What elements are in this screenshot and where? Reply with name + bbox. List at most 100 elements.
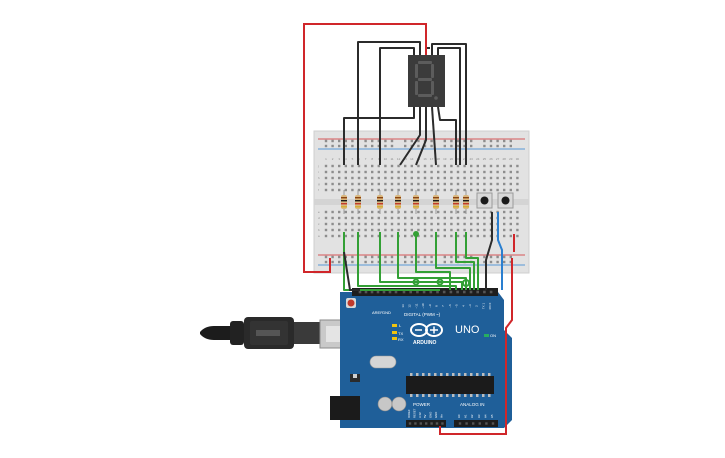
breadboard-hole[interactable]: [423, 222, 427, 226]
header-pin[interactable]: [394, 290, 398, 294]
breadboard-hole[interactable]: [344, 216, 347, 220]
digital-pin[interactable]: [409, 290, 412, 294]
breadboard-hole[interactable]: [390, 170, 394, 174]
rail-hole[interactable]: [364, 144, 367, 148]
breadboard-hole[interactable]: [437, 234, 440, 238]
breadboard-hole[interactable]: [364, 182, 367, 186]
breadboard-hole[interactable]: [390, 210, 394, 214]
breadboard-hole[interactable]: [377, 216, 380, 220]
breadboard-hole[interactable]: [331, 170, 334, 174]
digital-pin[interactable]: [456, 290, 459, 294]
breadboard-hole[interactable]: [476, 234, 479, 238]
breadboard-hole[interactable]: [470, 228, 473, 232]
breadboard-hole[interactable]: [463, 210, 466, 214]
breadboard-hole[interactable]: [489, 176, 493, 180]
breadboard-hole[interactable]: [344, 222, 347, 226]
breadboard-hole[interactable]: [496, 164, 499, 168]
digital-pin[interactable]: [436, 290, 439, 294]
breadboard-hole[interactable]: [324, 234, 328, 238]
breadboard-hole[interactable]: [443, 188, 446, 192]
breadboard-hole[interactable]: [430, 216, 433, 220]
rail-hole[interactable]: [443, 139, 446, 143]
rail-hole[interactable]: [456, 139, 460, 143]
breadboard-hole[interactable]: [384, 216, 387, 220]
breadboard-hole[interactable]: [404, 234, 407, 238]
breadboard-hole[interactable]: [417, 176, 420, 180]
rail-hole[interactable]: [390, 260, 394, 264]
breadboard-hole[interactable]: [516, 188, 519, 192]
breadboard-hole[interactable]: [364, 176, 367, 180]
breadboard-hole[interactable]: [443, 210, 446, 214]
breadboard-hole[interactable]: [443, 176, 446, 180]
rail-hole[interactable]: [331, 255, 334, 259]
header-pin[interactable]: [376, 290, 380, 294]
breadboard-hole[interactable]: [470, 188, 473, 192]
breadboard-hole[interactable]: [417, 164, 420, 168]
breadboard-hole[interactable]: [324, 210, 328, 214]
rail-hole[interactable]: [509, 255, 512, 259]
breadboard-hole[interactable]: [351, 234, 354, 238]
rail-hole[interactable]: [489, 260, 493, 264]
breadboard-hole[interactable]: [423, 234, 427, 238]
breadboard-hole[interactable]: [344, 234, 347, 238]
power-pin[interactable]: [441, 422, 444, 425]
breadboard-hole[interactable]: [489, 164, 493, 168]
breadboard-hole[interactable]: [516, 234, 519, 238]
breadboard-hole[interactable]: [331, 222, 334, 226]
breadboard-hole[interactable]: [483, 210, 486, 214]
rail-hole[interactable]: [430, 260, 433, 264]
breadboard-hole[interactable]: [437, 210, 440, 214]
breadboard-hole[interactable]: [503, 210, 506, 214]
breadboard-hole[interactable]: [443, 216, 446, 220]
breadboard-hole[interactable]: [456, 188, 460, 192]
breadboard-hole[interactable]: [423, 182, 427, 186]
power-pin[interactable]: [408, 422, 412, 425]
breadboard-hole[interactable]: [324, 176, 328, 180]
breadboard-hole[interactable]: [344, 228, 347, 232]
breadboard-hole[interactable]: [516, 228, 519, 232]
breadboard-hole[interactable]: [437, 228, 440, 232]
rail-hole[interactable]: [384, 144, 387, 148]
rail-hole[interactable]: [463, 139, 466, 143]
breadboard-hole[interactable]: [377, 182, 380, 186]
breadboard-hole[interactable]: [456, 182, 460, 186]
breadboard-hole[interactable]: [516, 176, 519, 180]
breadboard-hole[interactable]: [423, 176, 427, 180]
breadboard-hole[interactable]: [404, 176, 407, 180]
breadboard-hole[interactable]: [390, 222, 394, 226]
digital-pin[interactable]: [449, 290, 453, 294]
breadboard-hole[interactable]: [371, 222, 374, 226]
breadboard-hole[interactable]: [371, 170, 374, 174]
breadboard-hole[interactable]: [463, 182, 466, 186]
rail-hole[interactable]: [338, 255, 341, 259]
rail-hole[interactable]: [443, 260, 446, 264]
breadboard-hole[interactable]: [443, 170, 446, 174]
breadboard-hole[interactable]: [470, 182, 473, 186]
breadboard-hole[interactable]: [364, 228, 367, 232]
breadboard-hole[interactable]: [470, 164, 473, 168]
power-pin[interactable]: [414, 422, 417, 425]
breadboard-hole[interactable]: [509, 188, 512, 192]
rail-hole[interactable]: [489, 144, 493, 148]
breadboard-hole[interactable]: [450, 176, 453, 180]
breadboard-hole[interactable]: [417, 170, 420, 174]
rail-hole[interactable]: [410, 255, 413, 259]
rail-hole[interactable]: [430, 144, 433, 148]
breadboard-hole[interactable]: [404, 182, 407, 186]
breadboard-hole[interactable]: [463, 164, 466, 168]
breadboard-hole[interactable]: [331, 216, 334, 220]
rail-hole[interactable]: [364, 260, 367, 264]
rail-hole[interactable]: [371, 260, 374, 264]
digital-pin[interactable]: [442, 290, 446, 294]
rail-hole[interactable]: [377, 144, 380, 148]
rail-hole[interactable]: [470, 144, 473, 148]
breadboard-hole[interactable]: [450, 170, 453, 174]
breadboard-hole[interactable]: [410, 164, 413, 168]
breadboard-hole[interactable]: [397, 164, 400, 168]
breadboard-hole[interactable]: [384, 222, 387, 226]
breadboard-hole[interactable]: [338, 228, 341, 232]
breadboard-hole[interactable]: [503, 188, 506, 192]
rail-hole[interactable]: [430, 139, 433, 143]
breadboard-hole[interactable]: [404, 210, 407, 214]
breadboard-hole[interactable]: [456, 164, 460, 168]
